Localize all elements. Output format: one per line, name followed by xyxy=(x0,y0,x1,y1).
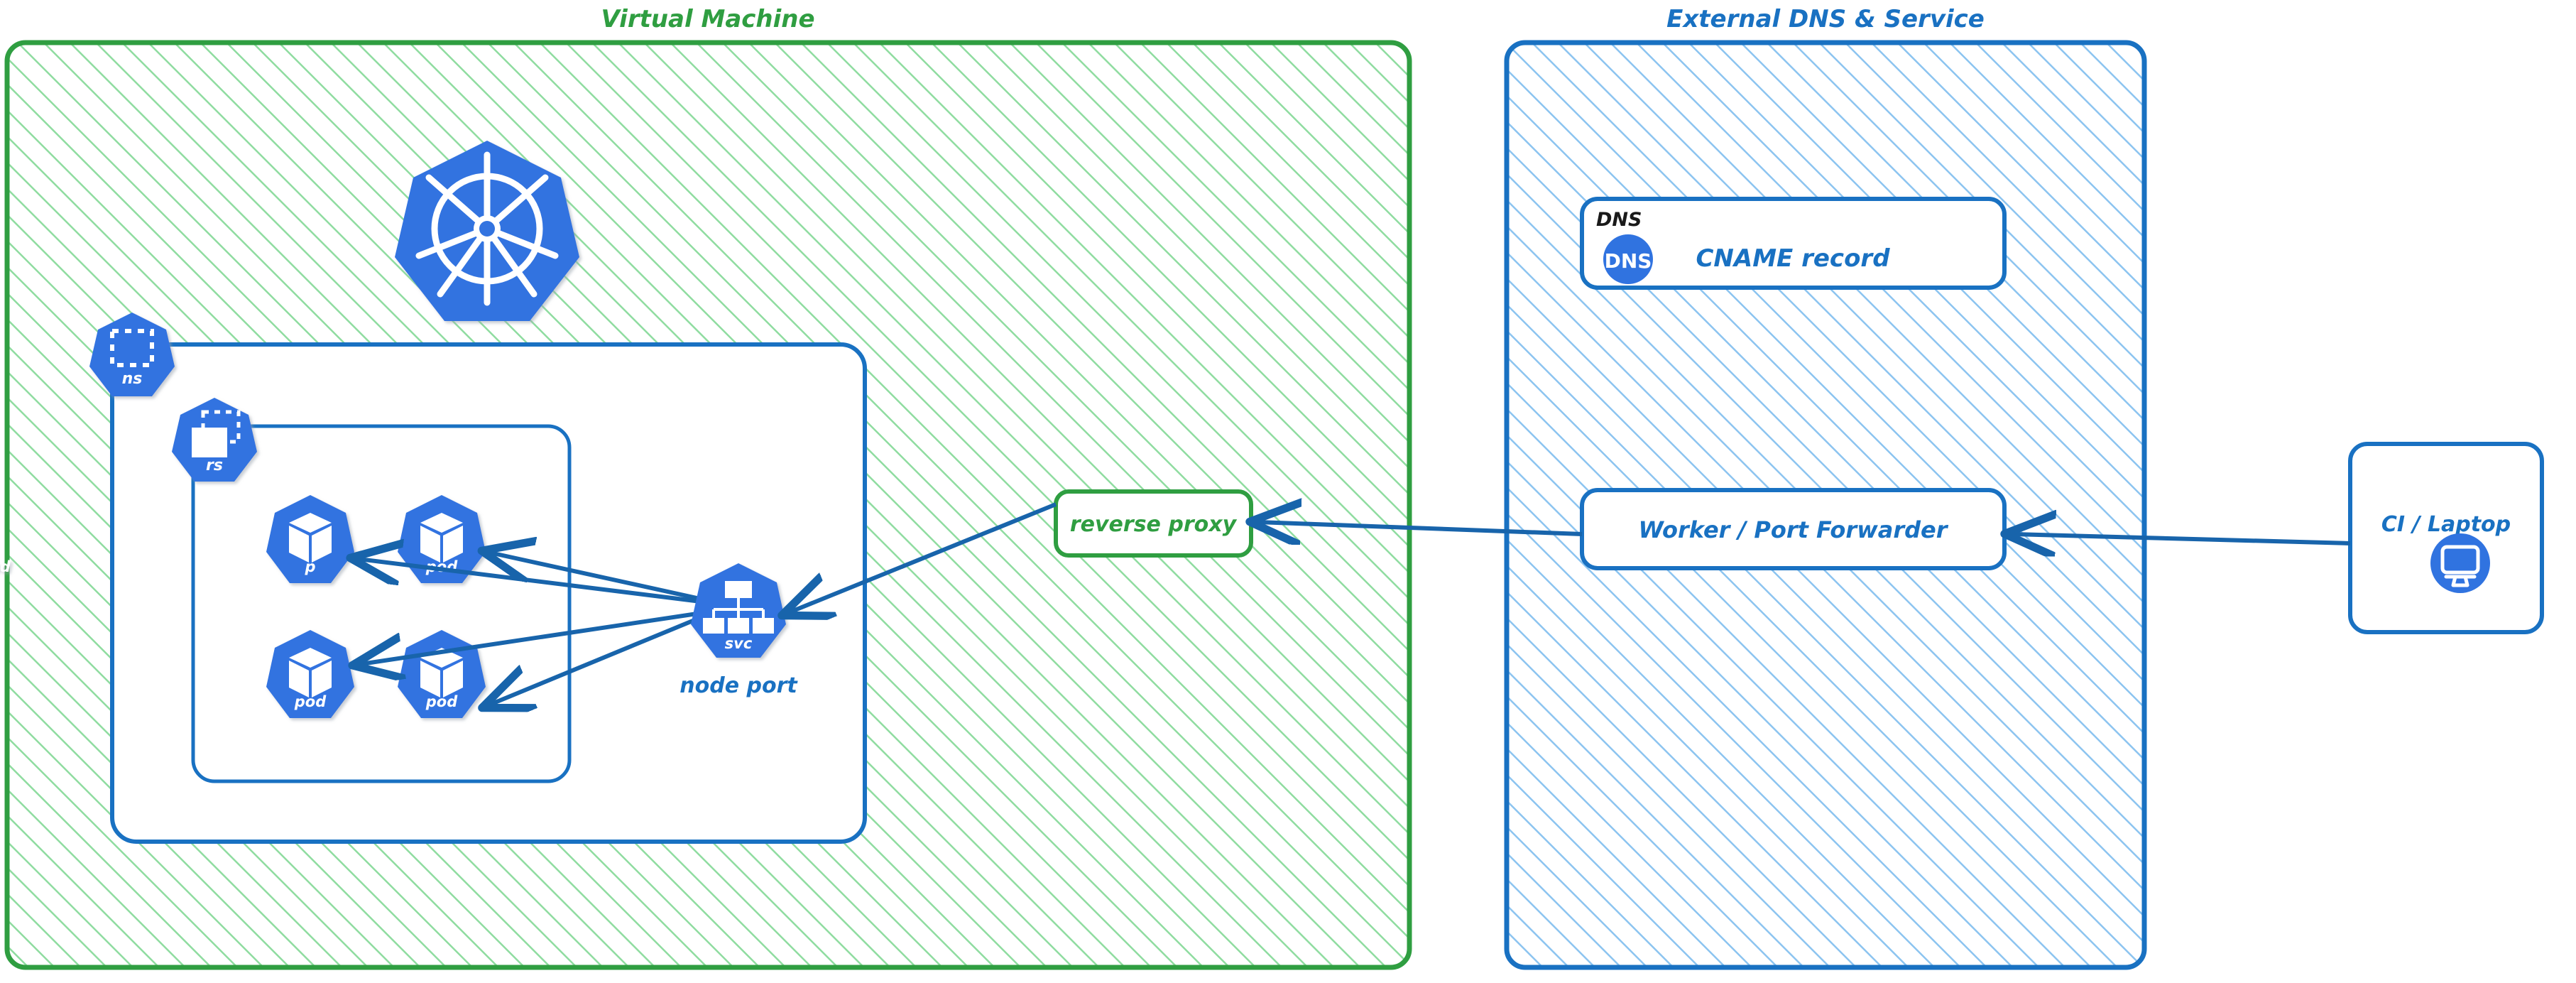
replicaset-badge[interactable]: rs xyxy=(172,398,257,482)
worker-label: Worker / Port Forwarder xyxy=(1638,516,1948,543)
replicaset-solid-square-icon xyxy=(192,428,227,457)
edge-worker-to-reverse-proxy xyxy=(1258,522,1583,534)
external-dns-service-title: External DNS & Service xyxy=(1666,5,1985,33)
service-to-pod-edges xyxy=(359,553,708,705)
virtual-machine-title: Virtual Machine xyxy=(601,5,814,33)
desktop-monitor-icon xyxy=(2430,533,2490,593)
pod-label: pod xyxy=(425,693,458,710)
edge-svc-pod-2 xyxy=(490,553,707,602)
dns-badge-label: DNS xyxy=(1605,249,1652,273)
edge-svc-pod-4 xyxy=(490,613,708,705)
reverse-proxy-box[interactable]: reverse proxy xyxy=(1054,489,1253,558)
pod-label: pod xyxy=(294,693,327,710)
replicaset-box[interactable] xyxy=(191,424,572,783)
reverse-proxy-label: reverse proxy xyxy=(1070,512,1238,537)
edge-svc-pod-3 xyxy=(361,610,707,664)
ci-laptop-box[interactable]: CI / Laptop xyxy=(2348,442,2544,634)
worker-port-forwarder-box[interactable]: Worker / Port Forwarder xyxy=(1580,488,2007,570)
dns-card[interactable]: DNS DNS CNAME record xyxy=(1580,197,2007,290)
pod-cube-icon xyxy=(289,513,332,563)
namespace-badge[interactable]: ns xyxy=(89,313,175,396)
edge-reverse-proxy-to-svc xyxy=(790,502,1057,612)
node-port-caption: node port xyxy=(680,673,798,698)
edge-ci-laptop-to-worker xyxy=(2013,534,2351,543)
pod-cube-icon xyxy=(420,648,463,697)
cname-record-label: CNAME record xyxy=(1696,244,1890,273)
ci-laptop-label: CI / Laptop xyxy=(2381,512,2511,537)
namespace-dashed-square-icon xyxy=(110,329,154,367)
namespace-badge-label: ns xyxy=(122,370,143,388)
dns-badge-icon xyxy=(1603,234,1653,284)
panel-external-dns-service[interactable]: External DNS & Service xyxy=(1504,5,2147,970)
pod-4[interactable]: pod xyxy=(398,630,486,718)
kubernetes-logo-icon xyxy=(395,141,579,321)
replicaset-badge-label: rs xyxy=(206,457,223,474)
dns-card-kind-label: DNS xyxy=(1596,209,1642,231)
service-tree-icon xyxy=(703,581,774,634)
service-label: svc xyxy=(725,635,753,652)
pod-3[interactable]: pod xyxy=(266,630,354,718)
pod-cube-icon xyxy=(289,648,332,697)
pod-2[interactable]: pod xyxy=(398,495,486,583)
pod-cube-icon xyxy=(420,513,463,563)
service-node[interactable]: svc xyxy=(691,563,786,658)
